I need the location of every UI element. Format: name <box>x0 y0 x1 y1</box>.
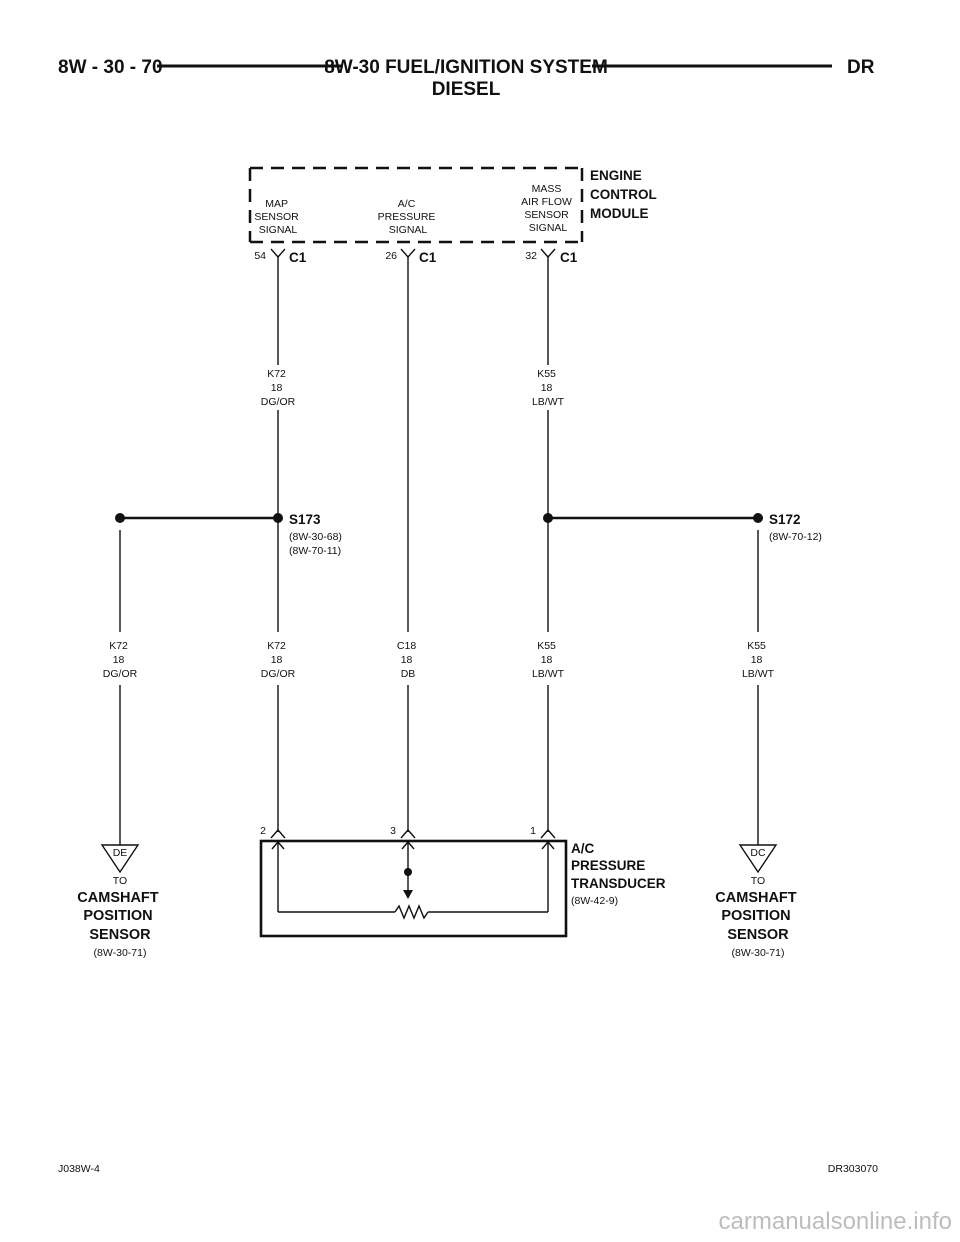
svg-text:TO: TO <box>113 875 127 887</box>
page-subtitle: DIESEL <box>432 79 501 100</box>
wire-label-center: C18 18 DB <box>397 640 419 680</box>
ecm-pin-26: 26 C1 <box>385 248 437 265</box>
wire-label-mid-right: K55 18 LB/WT <box>532 640 565 680</box>
connector-triangle-icon <box>100 844 140 874</box>
splice-dot-s172 <box>753 513 763 523</box>
splice-s173-refs: (8W-30-68) (8W-70-11) <box>289 531 345 557</box>
transducer-pin-2: 2 <box>260 825 286 839</box>
page-title: 8W-30 FUEL/IGNITION SYSTEM <box>324 57 608 78</box>
svg-text:26: 26 <box>385 250 397 262</box>
destination-left: DE TO CAMSHAFT POSITION SENSOR (8W-30-71… <box>77 844 162 959</box>
splice-dot-right <box>543 513 553 523</box>
svg-text:CAMSHAFT POSITION: CAMSHAFT POSITION SENSOR <box>77 890 162 943</box>
transducer-box <box>259 839 568 938</box>
wire-label-upper-left: K72 18 DG/OR <box>261 368 296 408</box>
connector-triangle-icon <box>738 844 778 874</box>
wiper-arrow-icon <box>403 890 413 899</box>
transducer-ref: (8W-42-9) <box>571 895 618 907</box>
wire-label-far-left: K72 18 DG/OR <box>103 640 138 680</box>
svg-text:C1: C1 <box>560 250 578 265</box>
ecm-box <box>248 166 584 244</box>
ecm-signal-ac-pressure: A/C PRESSURE SIGNAL <box>378 198 439 236</box>
destination-left-code: DE <box>113 847 128 859</box>
svg-text:(8W-30-71): (8W-30-71) <box>732 947 785 959</box>
splice-dot-s173 <box>273 513 283 523</box>
ecm-signal-maf: MASS AIR FLOW SENSOR SIGNAL <box>521 183 575 234</box>
transducer-name: A/C PRESSURE TRANSDUCER <box>571 841 666 891</box>
wire-label-upper-right: K55 18 LB/WT <box>532 368 565 408</box>
page-id: 8W - 30 - 70 <box>58 57 163 78</box>
splice-s172-ref: (8W-70-12) <box>769 531 822 543</box>
splice-s173-id: S173 <box>289 512 321 527</box>
destination-right: DC TO CAMSHAFT POSITION SENSOR (8W-30-71… <box>715 844 800 959</box>
watermark: carmanualsonline.info <box>718 1208 952 1235</box>
svg-text:C1: C1 <box>289 250 307 265</box>
ecm-pin-54: 54 C1 <box>254 248 307 265</box>
svg-text:2: 2 <box>260 825 266 837</box>
ecm-signal-map: MAP SENSOR SIGNAL <box>254 198 301 236</box>
svg-text:3: 3 <box>390 825 396 837</box>
ecm-name: ENGINE CONTROL MODULE <box>590 168 660 221</box>
transducer-pin-3: 3 <box>390 825 416 839</box>
svg-text:54: 54 <box>254 250 266 262</box>
splice-dot-left <box>115 513 125 523</box>
wire-label-far-right: K55 18 LB/WT <box>742 640 775 680</box>
resistor-icon <box>394 904 429 920</box>
header-code: DR <box>847 57 875 78</box>
splice-s172-id: S172 <box>769 512 801 527</box>
wire-label-mid-left: K72 18 DG/OR <box>261 640 296 680</box>
svg-text:CAMSHAFT POSITION: CAMSHAFT POSITION SENSOR <box>715 890 800 943</box>
svg-text:TO: TO <box>751 875 765 887</box>
svg-text:(8W-30-71): (8W-30-71) <box>94 947 147 959</box>
svg-text:C1: C1 <box>419 250 437 265</box>
ecm-pin-32: 32 C1 <box>525 248 578 265</box>
footer-right: DR303070 <box>828 1163 878 1175</box>
svg-text:1: 1 <box>530 825 536 837</box>
destination-right-code: DC <box>750 847 766 859</box>
transducer-internal <box>271 840 555 920</box>
footer-left: J038W-4 <box>58 1163 100 1175</box>
svg-text:32: 32 <box>525 250 537 262</box>
transducer-pin-1: 1 <box>530 825 556 839</box>
